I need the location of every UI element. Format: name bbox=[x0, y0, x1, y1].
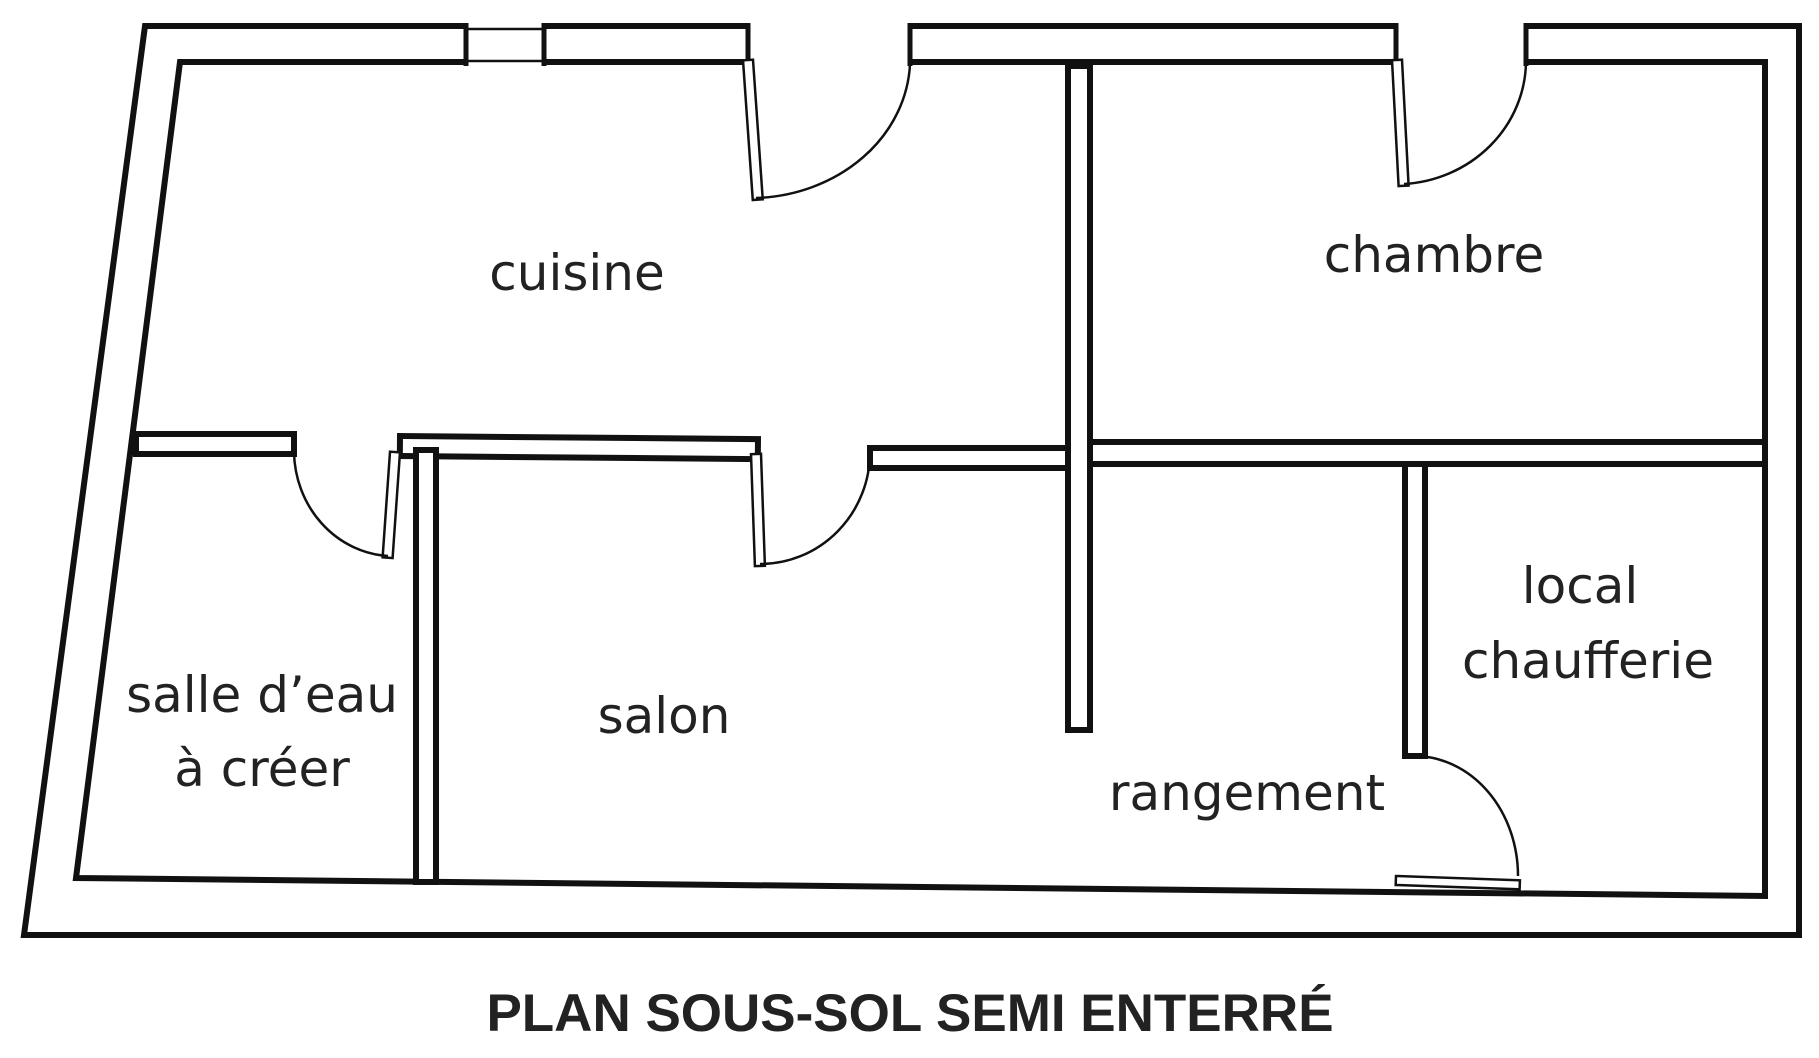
window-frame bbox=[464, 27, 546, 63]
room-label-local-line1: local bbox=[1522, 557, 1639, 615]
room-label-rangement: rangement bbox=[1109, 764, 1385, 822]
door-leaf bbox=[381, 450, 402, 560]
door-leaf bbox=[741, 58, 765, 202]
partition-wall bbox=[1072, 439, 1768, 467]
partition-wall bbox=[1065, 63, 1093, 733]
partition-wall bbox=[133, 431, 297, 457]
door-swing bbox=[755, 63, 912, 200]
room-label-chambre: chambre bbox=[1324, 226, 1544, 284]
door-leaf bbox=[1390, 58, 1410, 188]
door-swing bbox=[292, 451, 389, 558]
partition-wall bbox=[1402, 461, 1428, 759]
door-swing bbox=[759, 451, 872, 566]
room-label-cuisine: cuisine bbox=[489, 244, 664, 302]
partition-wall bbox=[396, 432, 762, 463]
outer-wall bbox=[20, 23, 1802, 938]
door-swing bbox=[1403, 61, 1528, 186]
door-swing bbox=[1414, 754, 1520, 877]
room-label-salle-deau-line1: salle d’eau bbox=[126, 666, 398, 724]
door-leaf bbox=[1394, 874, 1522, 891]
room-label-salle-deau-line2: à créer bbox=[174, 740, 350, 798]
partition-wall bbox=[413, 447, 439, 885]
room-label-local-line2: chaufferie bbox=[1462, 632, 1714, 690]
top-door-gap-bedroom bbox=[1396, 20, 1526, 68]
plan-title: PLAN SOUS-SOL SEMI ENTERRÉ bbox=[486, 983, 1333, 1043]
room-label-salon: salon bbox=[598, 687, 731, 745]
door-leaf bbox=[749, 452, 767, 568]
partition-wall bbox=[867, 445, 1078, 471]
top-door-gap-kitchen bbox=[748, 20, 910, 68]
